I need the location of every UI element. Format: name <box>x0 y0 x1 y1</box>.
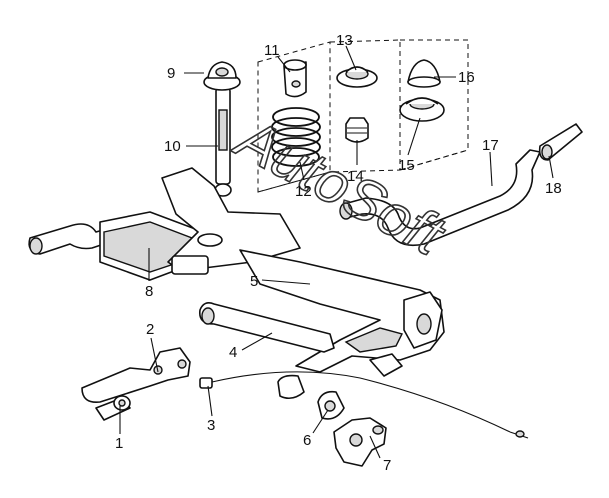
spring-upper-seat <box>336 66 378 88</box>
brake-cable <box>199 371 529 439</box>
callout-8: 8 <box>145 283 153 300</box>
bump-stop <box>283 59 307 98</box>
rear-axle-beam-left <box>28 167 301 281</box>
coil-spring <box>271 107 321 167</box>
callouts: 9 10 11 12 13 14 16 15 17 18 8 5 4 2 1 3… <box>115 32 562 474</box>
trailing-link <box>198 302 335 353</box>
mounting-bracket <box>81 347 191 404</box>
callout-10: 10 <box>164 138 181 155</box>
callout-12: 12 <box>295 183 312 200</box>
shock-absorber <box>214 87 232 197</box>
lower-link-right <box>369 353 403 377</box>
callout-7: 7 <box>383 457 391 474</box>
anti-roll-bar-end-link <box>538 123 583 161</box>
callout-17: 17 <box>482 137 499 154</box>
dust-cap <box>407 59 441 88</box>
exploded-view-dashed-frames <box>257 39 469 193</box>
auxiliary-bump-stop <box>345 117 369 143</box>
bushing <box>95 395 131 421</box>
hub-bracket <box>333 417 387 467</box>
callout-18: 18 <box>545 180 562 197</box>
rear-suspension-frame <box>239 249 445 373</box>
spring-lower-seat <box>399 97 445 122</box>
leader-lines <box>119 45 554 459</box>
callout-2: 2 <box>146 321 154 338</box>
rubber-mount <box>277 374 345 420</box>
callout-9: 9 <box>167 65 175 82</box>
callout-4: 4 <box>229 344 237 361</box>
callout-14: 14 <box>347 168 364 185</box>
callout-6: 6 <box>303 432 311 449</box>
shock-top-mount <box>203 61 241 91</box>
callout-1: 1 <box>115 435 123 452</box>
callout-11: 11 <box>264 42 280 59</box>
callout-5: 5 <box>250 273 258 290</box>
callout-13: 13 <box>336 32 353 49</box>
callout-15: 15 <box>398 157 415 174</box>
callout-3: 3 <box>207 417 215 434</box>
callout-16: 16 <box>458 69 475 86</box>
